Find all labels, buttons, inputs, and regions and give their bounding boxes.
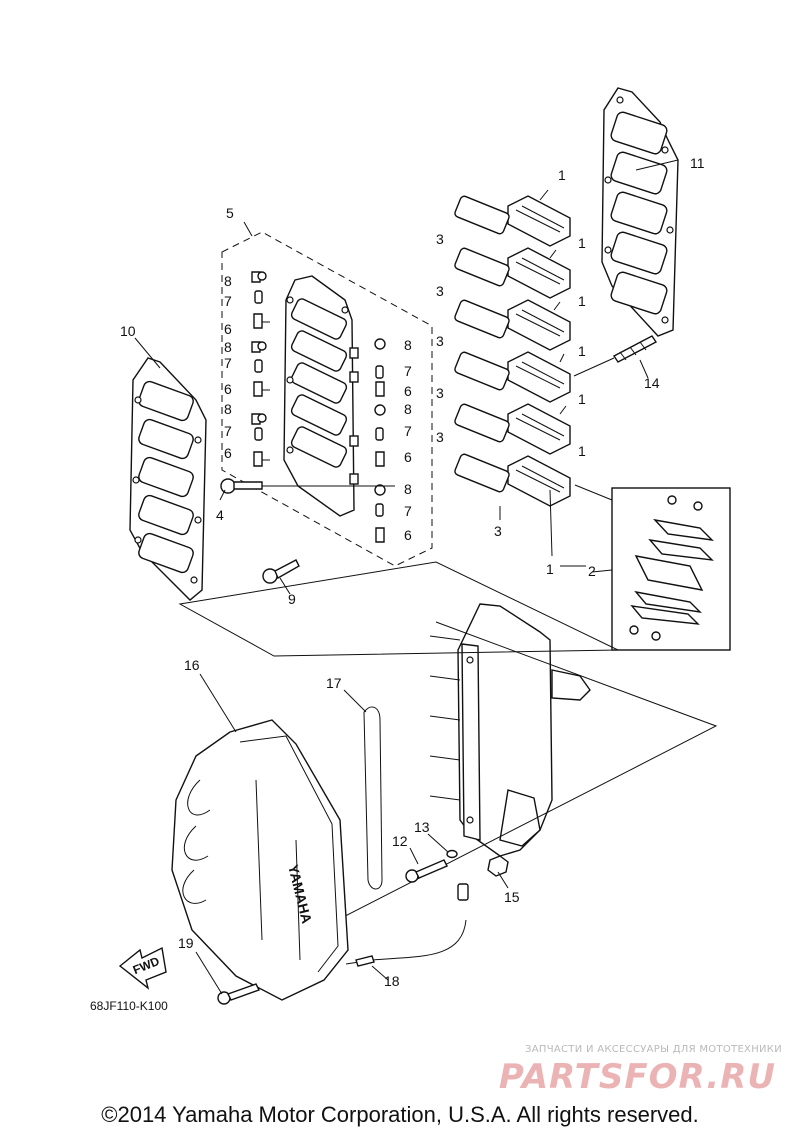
callout-11: 11 xyxy=(690,155,705,171)
callout-7: 7 xyxy=(404,363,412,379)
callout-1: 1 xyxy=(578,391,586,407)
callout-17: 17 xyxy=(326,675,342,691)
right-fittings xyxy=(349,338,386,543)
assembly-5-boundary xyxy=(221,231,433,567)
callout-3: 3 xyxy=(436,429,444,445)
reed-valves xyxy=(507,195,571,507)
callout-3: 3 xyxy=(436,333,444,349)
callout-15: 15 xyxy=(504,889,520,905)
callout-3: 3 xyxy=(436,283,444,299)
reed-gaskets xyxy=(454,195,510,493)
drawing-code: 68JF110-K100 xyxy=(90,999,168,1013)
callout-6: 6 xyxy=(224,381,232,397)
callout-7: 7 xyxy=(224,355,232,371)
callout-6: 6 xyxy=(404,449,412,465)
bolt-4 xyxy=(220,478,395,494)
callout-13: 13 xyxy=(414,819,430,835)
callout-7: 7 xyxy=(404,503,412,519)
left-fittings xyxy=(251,271,270,467)
callout-3: 3 xyxy=(436,231,444,247)
bolt-9 xyxy=(262,559,300,584)
callout-6: 6 xyxy=(404,527,412,543)
washer-13 xyxy=(446,849,458,859)
callout-6: 6 xyxy=(224,321,232,337)
callout-8: 8 xyxy=(404,481,412,497)
callout-7: 7 xyxy=(224,423,232,439)
intake-manifold xyxy=(429,603,591,857)
watermark-tagline: ЗАПЧАСТИ И АКСЕССУАРЫ ДЛЯ МОТОТЕХНИКИ xyxy=(525,1044,782,1055)
callout-1: 1 xyxy=(558,167,566,183)
callout-1: 1 xyxy=(578,235,586,251)
watermark-logo-text: PARTSFOR.RU xyxy=(499,1057,776,1096)
callout-6: 6 xyxy=(224,445,232,461)
callout-2: 2 xyxy=(588,563,596,579)
dowel xyxy=(457,883,469,901)
callout-numbers: 1 1 1 1 1 1 1 2 3 3 3 3 3 3 4 5 6 6 6 6 … xyxy=(90,155,705,1013)
callout-1: 1 xyxy=(546,561,554,577)
copyright-notice: ©2014 Yamaha Motor Corporation, U.S.A. A… xyxy=(101,1102,699,1127)
intake-cover-16: YAMAHA xyxy=(171,719,349,1001)
callout-14: 14 xyxy=(644,375,660,391)
gasket-11 xyxy=(601,87,679,337)
callout-16: 16 xyxy=(184,657,200,673)
callout-1: 1 xyxy=(578,293,586,309)
bolt-12 xyxy=(405,859,448,883)
bolt-19 xyxy=(217,983,260,1005)
fwd-arrow-icon: FWD xyxy=(118,946,167,990)
gasket-10 xyxy=(129,357,207,601)
callout-1: 1 xyxy=(578,443,586,459)
callout-6: 6 xyxy=(404,383,412,399)
callout-8: 8 xyxy=(224,401,232,417)
callout-8: 8 xyxy=(224,339,232,355)
callout-5: 5 xyxy=(226,205,234,221)
callout-7: 7 xyxy=(404,423,412,439)
hose-18 xyxy=(345,919,467,965)
callout-1: 1 xyxy=(578,343,586,359)
callout-7: 7 xyxy=(224,293,232,309)
callout-8: 8 xyxy=(404,337,412,353)
nut-15 xyxy=(487,855,509,877)
callout-18: 18 xyxy=(384,973,400,989)
callout-19: 19 xyxy=(178,935,194,951)
leader-lines xyxy=(134,159,679,995)
reed-detail-inset xyxy=(574,484,731,651)
seal-17 xyxy=(363,706,383,890)
reed-valve-plate xyxy=(283,275,355,517)
callout-3: 3 xyxy=(494,523,502,539)
callout-3: 3 xyxy=(436,385,444,401)
watermark-logo: PARTSFOR.RU xyxy=(499,1057,776,1096)
callout-12: 12 xyxy=(392,833,408,849)
callout-4: 4 xyxy=(216,507,224,523)
callout-8: 8 xyxy=(224,273,232,289)
assembly-outline-upper xyxy=(178,561,619,657)
stud-14 xyxy=(573,335,658,377)
callout-9: 9 xyxy=(288,591,296,607)
callout-10: 10 xyxy=(120,323,136,339)
callout-8: 8 xyxy=(404,401,412,417)
